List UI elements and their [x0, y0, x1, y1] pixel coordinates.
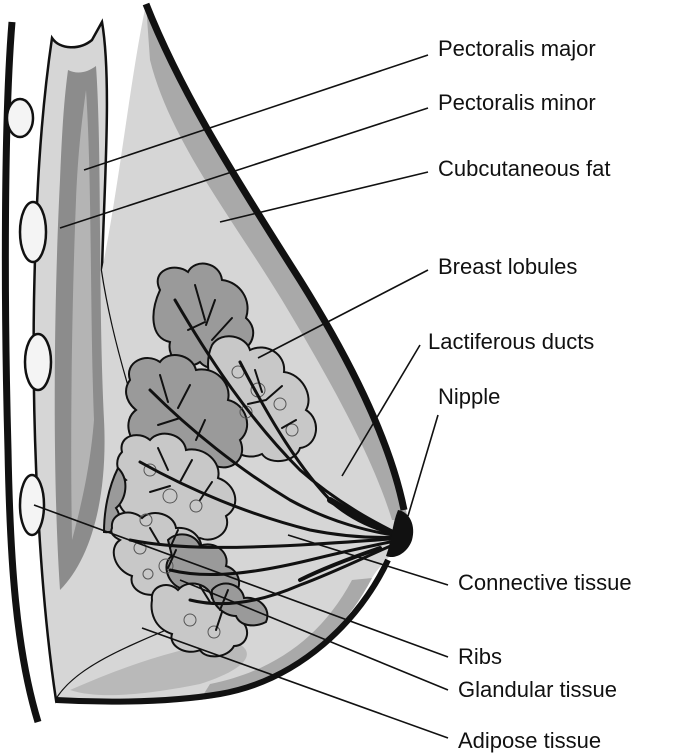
- anatomy-illustration: [1, 2, 414, 724]
- leader-nipple: [407, 414, 439, 517]
- nipple-shape: [386, 510, 414, 558]
- label-subcutaneous-fat: Cubcutaneous fat: [438, 156, 610, 181]
- lobule-texture-circle: [273, 397, 287, 411]
- rib: [5, 97, 35, 139]
- label-ribs: Ribs: [458, 644, 502, 669]
- duct: [187, 284, 233, 341]
- duct: [138, 460, 402, 539]
- duct: [149, 527, 179, 569]
- label-connective-tissue: Connective tissue: [458, 570, 632, 595]
- lobule-texture-circle: [207, 625, 221, 639]
- subcutaneous-fat-lower: [200, 578, 372, 700]
- label-pectoralis-major: Pectoralis major: [438, 36, 596, 61]
- duct: [188, 540, 402, 606]
- rib: [23, 332, 53, 392]
- label-pectoralis-minor: Pectoralis minor: [438, 90, 596, 115]
- subcutaneous-fat-band: [146, 4, 408, 520]
- leader-adipose-tissue: [141, 627, 449, 739]
- leader-connective-tissue: [287, 534, 449, 586]
- leader-subcutaneous-fat: [219, 171, 429, 223]
- lobule-texture-circle: [142, 568, 154, 580]
- pectoralis-minor-band: [71, 90, 94, 540]
- label-nipple: Nipple: [438, 384, 500, 409]
- lobule-texture-circle: [162, 488, 178, 504]
- duct: [128, 536, 402, 549]
- rib: [18, 473, 46, 537]
- rib: [18, 200, 48, 264]
- leader-glandular-tissue: [179, 579, 449, 691]
- leader-lines: [33, 54, 449, 739]
- duct: [148, 388, 402, 538]
- lobule-texture-circle: [183, 613, 197, 627]
- leader-ribs: [33, 504, 449, 658]
- leader-lactiferous-ducts: [341, 344, 421, 477]
- label-adipose-tissue: Adipose tissue: [458, 728, 601, 753]
- label-glandular-tissue: Glandular tissue: [458, 677, 617, 702]
- labels: Pectoralis major Pectoralis minor Cubcut…: [428, 36, 632, 753]
- leader-pectoralis-minor: [59, 107, 429, 229]
- leader-breast-lobules: [257, 269, 429, 359]
- lobule-texture-circle: [285, 423, 299, 437]
- lobule-texture-circle: [158, 558, 174, 574]
- label-lactiferous-ducts: Lactiferous ducts: [428, 329, 594, 354]
- lobule-texture-circle: [189, 499, 203, 513]
- duct: [149, 447, 213, 501]
- duct: [168, 538, 402, 577]
- duct: [298, 546, 382, 582]
- leader-pectoralis-major: [83, 54, 429, 171]
- ribs-group: [5, 97, 53, 537]
- skin-contour-lower: [55, 558, 391, 705]
- duct: [157, 374, 206, 441]
- lobule-texture-circle: [139, 513, 153, 527]
- label-breast-lobules: Breast lobules: [438, 254, 577, 279]
- duct: [247, 369, 297, 429]
- skin-contour: [142, 2, 408, 511]
